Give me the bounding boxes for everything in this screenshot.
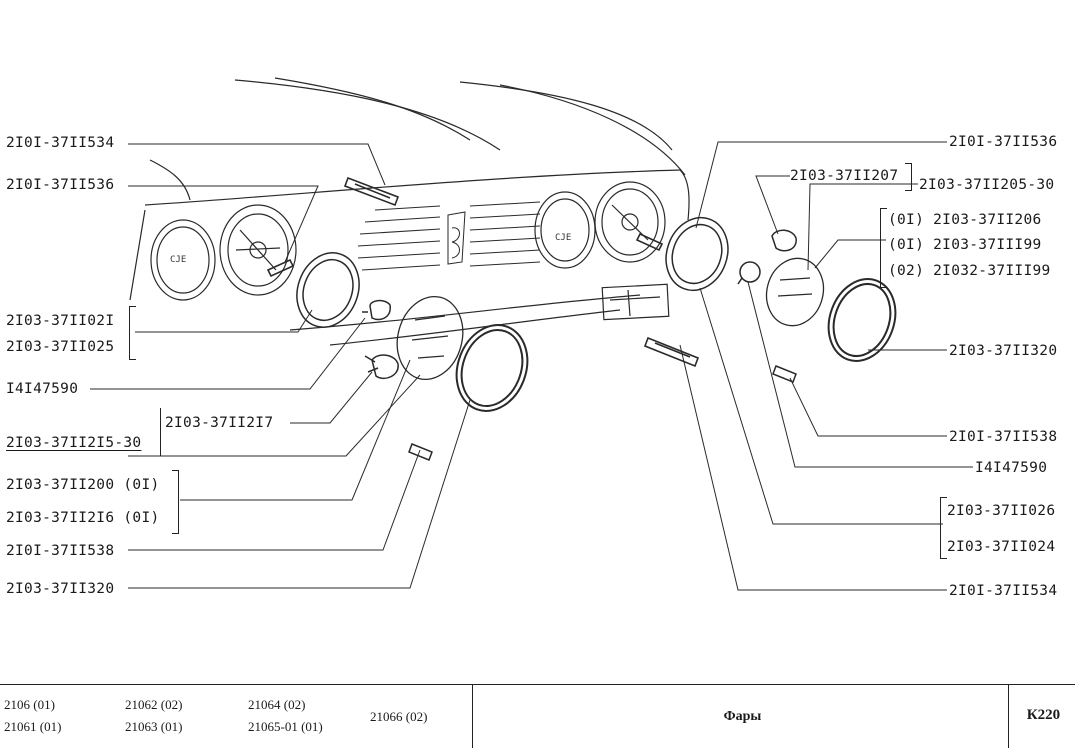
right-rim (818, 270, 907, 371)
left-rim-screw (409, 444, 432, 460)
right-bulb (738, 262, 760, 284)
footer-divider (472, 685, 473, 748)
left-adjusting-screw (345, 178, 398, 205)
headlight-exploded-diagram: CJE (0, 0, 1075, 684)
label-part-2103-37112I7: 2I03-37II2I7 (165, 415, 274, 431)
model-21063: 21063 (01) (125, 719, 183, 734)
left-installed-headlights: CJE (151, 205, 296, 300)
left-bulb-holder (365, 355, 398, 378)
left-mounting-ring (287, 244, 369, 336)
label-bracket (940, 497, 947, 559)
license-plate (602, 284, 669, 319)
leader-lines-right (680, 142, 973, 590)
label-part-2103-3711024: 2I03-37II024 (947, 539, 1056, 555)
model-21066: 21066 (02) (370, 709, 428, 724)
label-part-2103-3711207: 2I03-37II207 (790, 168, 899, 184)
model-21062: 21062 (02) (125, 697, 183, 712)
label-part-2103-3711206: (0I) 2I03-37II206 (888, 212, 1042, 228)
right-adjusting-screw (645, 338, 698, 366)
footer-divider (1008, 685, 1009, 748)
right-mounting-ring (656, 209, 738, 299)
left-headlight-unit (388, 289, 472, 387)
right-rim-screw (773, 366, 796, 382)
label-part-2101-3711534-left: 2I0I-37II534 (6, 135, 115, 151)
label-bracket (172, 470, 179, 534)
label-part-2103-3711205-30: 2I03-37II205-30 (919, 177, 1055, 193)
model-2106: 2106 (01) (4, 697, 55, 712)
label-part-2101-3711536-right: 2I0I-37II536 (949, 134, 1058, 150)
right-small-screw (637, 234, 662, 250)
label-part-2103-3711320-right: 2I03-37II320 (949, 343, 1058, 359)
leader-lines-left (90, 144, 470, 588)
label-part-2101-3711538-right: 2I0I-37II538 (949, 429, 1058, 445)
label-part-2103-3711026: 2I03-37II026 (947, 503, 1056, 519)
label-part-14147590-right: I4I47590 (975, 460, 1048, 476)
page-title: Фары (723, 709, 762, 724)
model-21064: 21064 (02) (248, 697, 306, 712)
label-part-2101-3711538-left: 2I0I-37II538 (6, 543, 115, 559)
svg-text:CJE: CJE (170, 255, 186, 265)
car-body-outline (130, 78, 689, 345)
model-21065-01: 21065-01 (01) (248, 719, 323, 734)
radiator-grille (358, 202, 540, 270)
label-part-2103-37112I6: 2I03-37II2I6 (0I) (6, 510, 160, 526)
label-part-2103-3711025: 2I03-37II025 (6, 339, 115, 355)
label-part-2101-3711536-left: 2I0I-37II536 (6, 177, 115, 193)
label-bracket (129, 306, 136, 360)
left-small-screw (268, 260, 293, 276)
left-rim (445, 315, 539, 421)
right-installed-headlights: CJE (535, 182, 665, 268)
left-bulb (362, 301, 390, 320)
label-bracket (905, 163, 912, 191)
right-headlight-unit (759, 252, 831, 332)
label-part-2103-3711320-left: 2I03-37II320 (6, 581, 115, 597)
catalog-footer: 2106 (01) 21061 (01) 21062 (02) 21063 (0… (0, 684, 1075, 748)
page-code: К220 (1026, 707, 1061, 723)
label-part-2103-3711200: 2I03-37II200 (0I) (6, 477, 160, 493)
label-bracket (160, 408, 163, 456)
label-part-2103-3711199: (0I) 2I03-37III99 (888, 237, 1042, 253)
label-part-2103-37112I5-30: 2I03-37II2I5-30 (6, 435, 142, 451)
label-part-2101-3711534-right: 2I0I-37II534 (949, 583, 1058, 599)
label-part-14147590-left: I4I47590 (6, 381, 79, 397)
model-21061: 21061 (01) (4, 719, 62, 734)
label-part-21032-3711199: (02) 2I032-37III99 (888, 263, 1051, 279)
label-part-2103-371102I: 2I03-37II02I (6, 313, 115, 329)
right-bulb-holder (772, 230, 796, 251)
svg-text:CJE: CJE (555, 233, 571, 243)
label-bracket (880, 208, 887, 288)
